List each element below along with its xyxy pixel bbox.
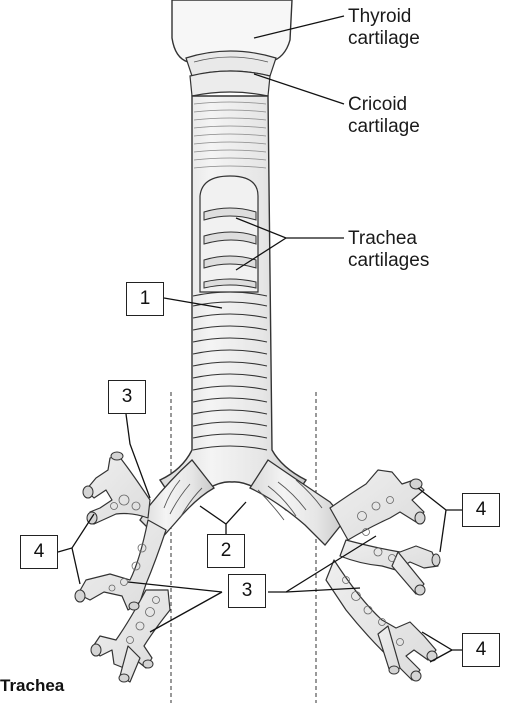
leader-4-right-upper-a — [418, 488, 462, 510]
cricoid-label-line2: cartilage — [348, 116, 420, 138]
thyroid-cartilage-label: Thyroid cartilage — [348, 6, 420, 50]
leader-4-right-upper-b — [440, 510, 446, 552]
callout-box-4-left: 4 — [20, 535, 58, 569]
callout-box-2: 2 — [207, 534, 245, 568]
callout-box-3-bottom: 3 — [228, 574, 266, 608]
leader-2 — [200, 502, 246, 524]
figure-caption: Trachea — [0, 676, 64, 696]
callout-box-1: 1 — [126, 282, 164, 316]
callout-box-3-upper-left: 3 — [108, 380, 146, 414]
thyroid-label-line2: cartilage — [348, 28, 420, 50]
callout-box-4-right-upper: 4 — [462, 493, 500, 527]
trachea-cartilages-line1: Trachea — [348, 228, 429, 250]
cricoid-cartilage-label: Cricoid cartilage — [348, 94, 420, 138]
cricoid-label-line1: Cricoid — [348, 94, 420, 116]
right-bronchial-tree — [326, 470, 438, 680]
leader-4-left-b — [72, 548, 80, 584]
trachea-cartilages-line2: cartilages — [348, 250, 429, 272]
callout-box-4-right-lower: 4 — [462, 633, 500, 667]
thyroid-label-line1: Thyroid — [348, 6, 420, 28]
right-main-bronchus — [250, 460, 345, 545]
trachea-cartilages-label: Trachea cartilages — [348, 228, 429, 272]
